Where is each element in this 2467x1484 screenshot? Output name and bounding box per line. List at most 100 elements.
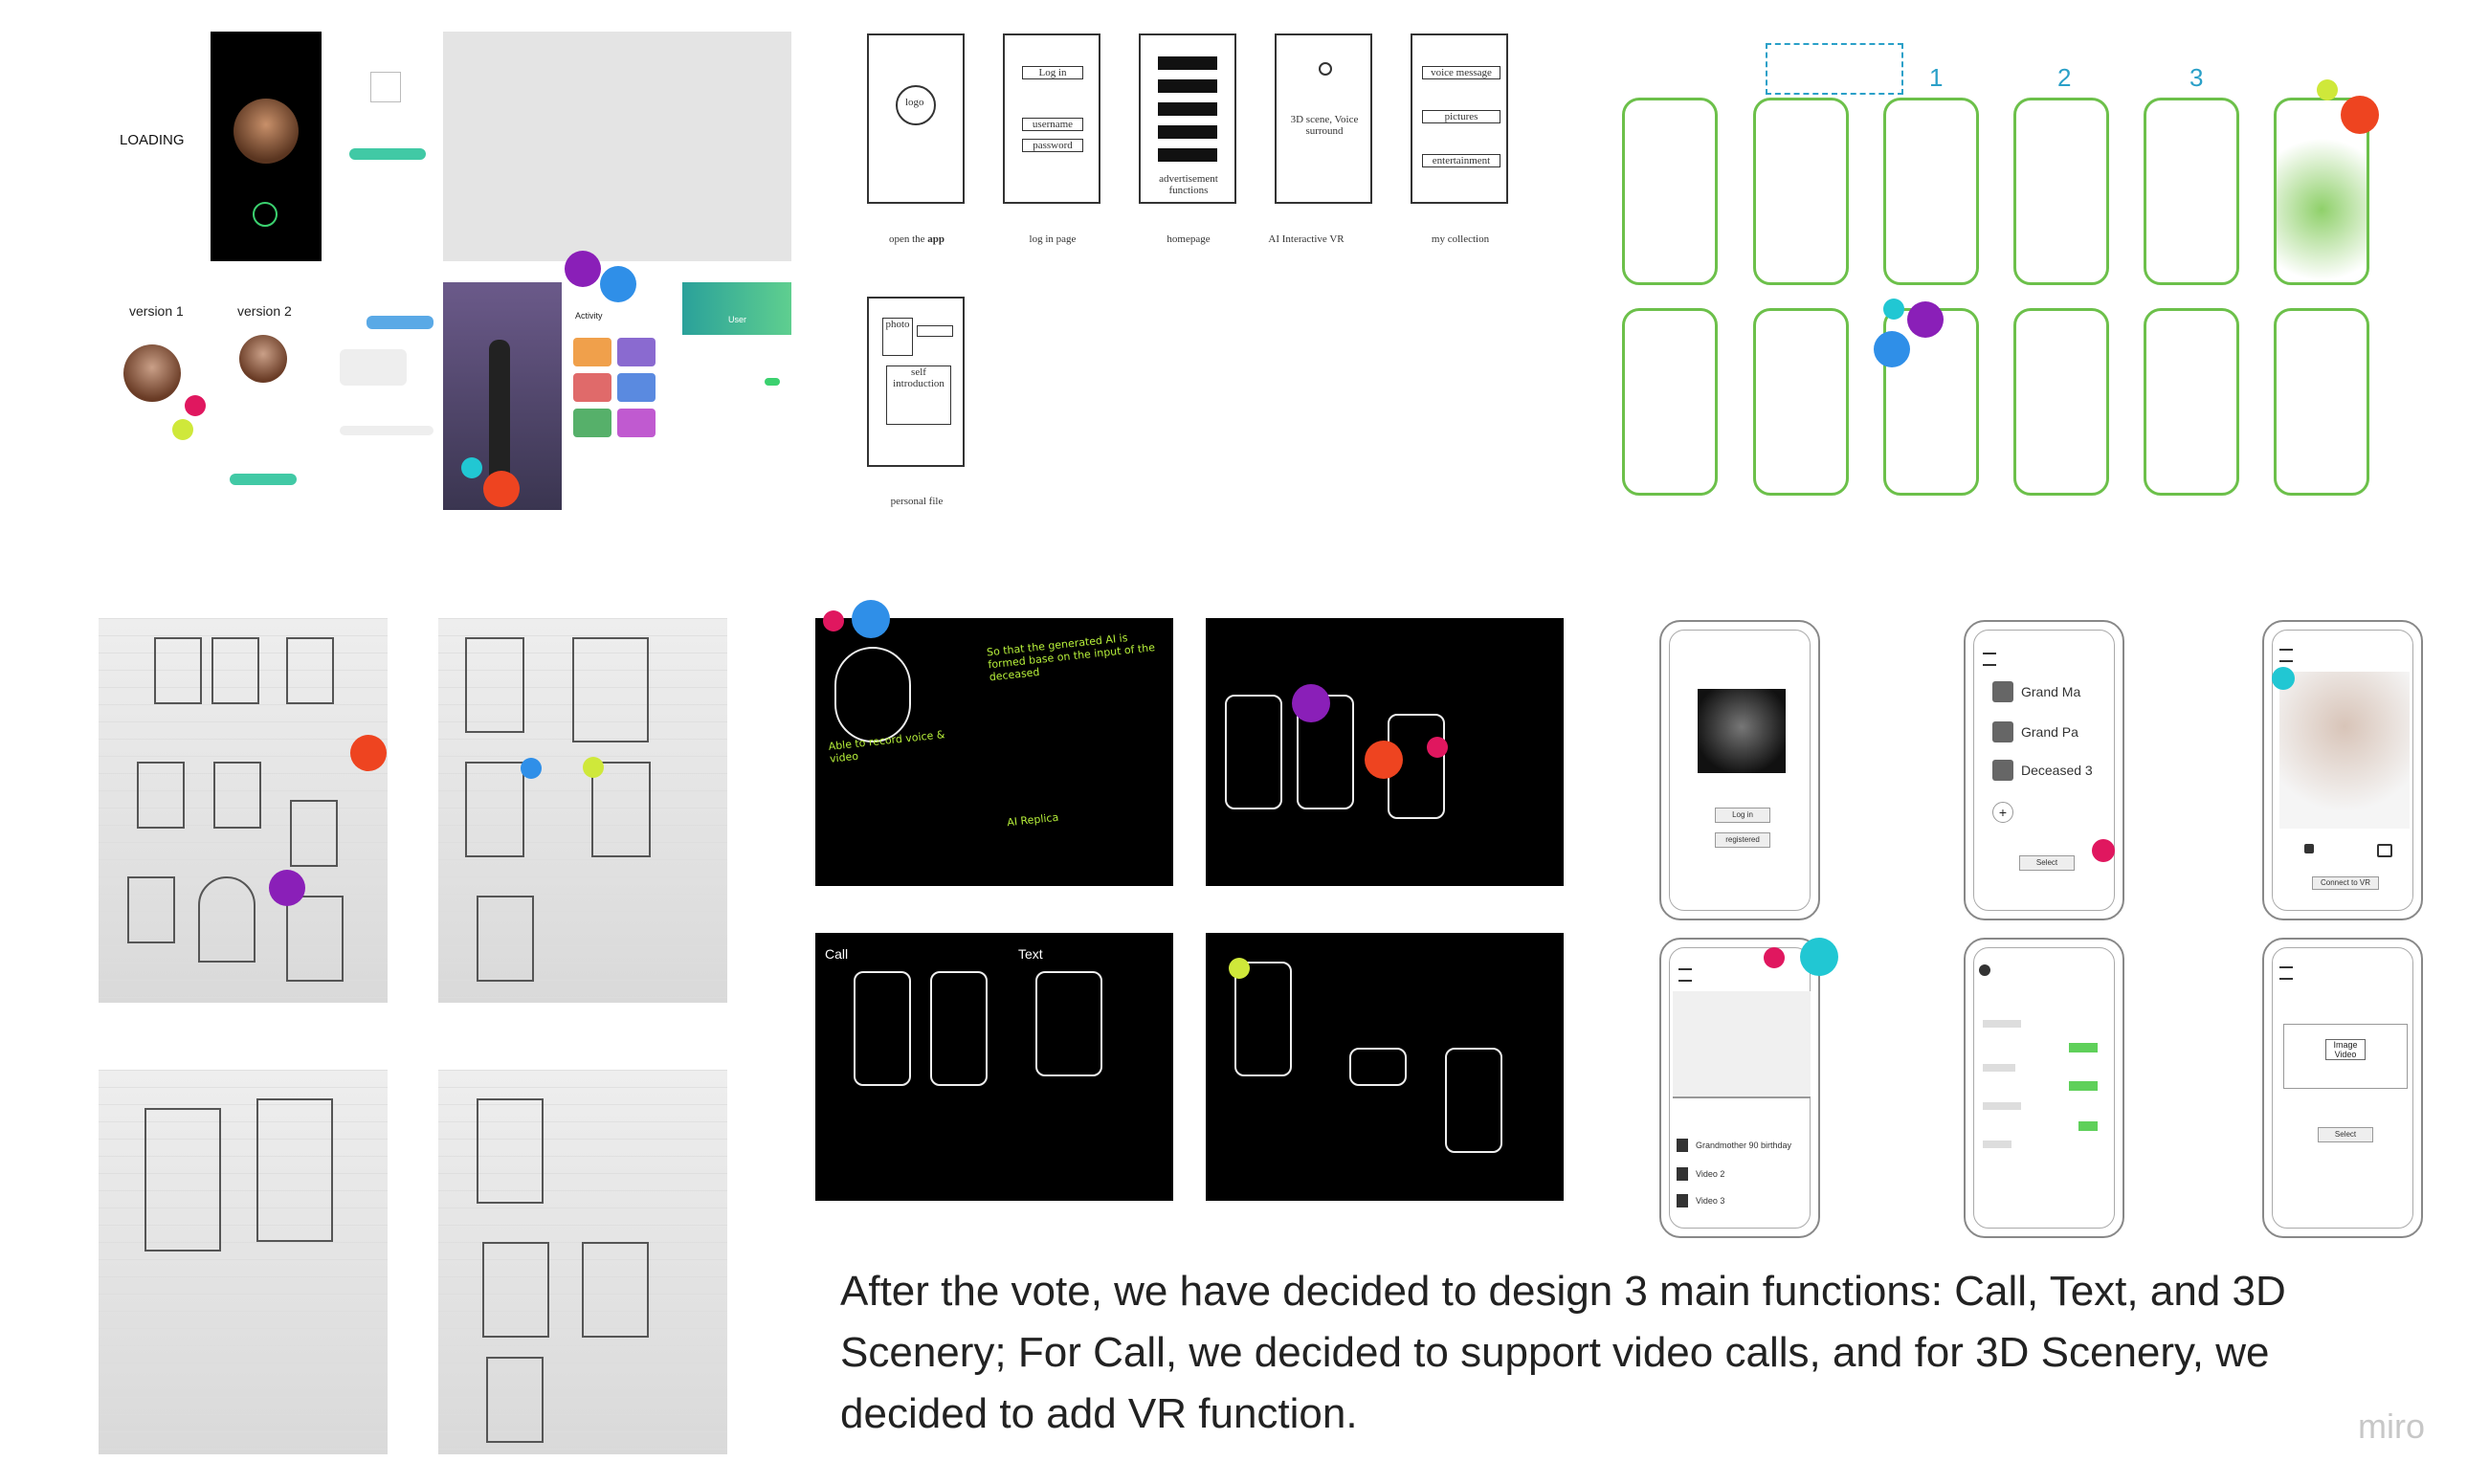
wireframe-collection: voice message pictures entertainment bbox=[1411, 33, 1508, 204]
back-icon[interactable] bbox=[1979, 964, 1990, 976]
select-button[interactable]: Select bbox=[2318, 1127, 2373, 1142]
avatar bbox=[239, 335, 287, 383]
user-label: User bbox=[728, 315, 747, 324]
connect-vr-button[interactable]: Connect to VR bbox=[2312, 876, 2379, 890]
summary-text: After the vote, we have decided to desig… bbox=[840, 1268, 2286, 1437]
video-item[interactable]: Grandmother 90 birthday bbox=[1677, 1139, 1791, 1152]
vote-dot-pink bbox=[823, 610, 844, 631]
note-ai-replica: AI Replica bbox=[1006, 810, 1059, 830]
menu-icon[interactable] bbox=[1983, 653, 1996, 666]
pictures-text: pictures bbox=[1422, 110, 1500, 123]
login-button[interactable]: Log in bbox=[1715, 808, 1770, 823]
sketch-phone bbox=[1622, 308, 1718, 496]
vote-dot-red bbox=[2341, 96, 2379, 134]
contact-item[interactable]: Deceased 3 bbox=[1992, 760, 2093, 781]
add-icon[interactable]: + bbox=[1992, 802, 2013, 823]
file-icon bbox=[1677, 1167, 1688, 1181]
check-icon bbox=[253, 202, 278, 227]
caption-login: log in page bbox=[1029, 233, 1077, 245]
sketch-phone bbox=[2144, 308, 2239, 496]
sketch-phone bbox=[1753, 308, 1849, 496]
menu-icon[interactable] bbox=[2279, 966, 2293, 980]
vote-dot-cyan bbox=[1883, 299, 1904, 320]
image-placeholder-icon bbox=[370, 72, 401, 102]
text-label: Text bbox=[1018, 946, 1043, 962]
activity-screen: Activity bbox=[564, 282, 667, 510]
login-text: Log in bbox=[1022, 66, 1083, 79]
hifi-mockup-board: LOADING version 1 version 2 Activity Use… bbox=[99, 32, 791, 510]
miro-watermark: miro bbox=[2358, 1406, 2425, 1446]
avatar-figure bbox=[489, 340, 510, 483]
call-label: Call bbox=[825, 946, 849, 962]
phone-contacts: Grand Ma Grand Pa Deceased 3 + Select bbox=[1964, 620, 2124, 920]
phone-videos: Grandmother 90 birthday Video 2 Video 3 bbox=[1659, 938, 1820, 1238]
vote-dot-purple bbox=[269, 870, 305, 906]
voice-message-text: voice message bbox=[1422, 66, 1500, 79]
loading-label: LOADING bbox=[120, 132, 185, 148]
phone-vr: Image Video Select bbox=[2262, 938, 2423, 1238]
video-item[interactable]: Video 3 bbox=[1677, 1194, 1724, 1207]
vote-dot-lime bbox=[2317, 79, 2338, 100]
chalk-board-call-text: Call Text bbox=[815, 933, 1173, 1201]
activity-label: Activity bbox=[575, 311, 603, 321]
menu-icon[interactable] bbox=[1678, 968, 1692, 982]
storyboard-number-1: 1 bbox=[1929, 63, 1944, 92]
wireframe-homepage: advertisement functions bbox=[1139, 33, 1236, 204]
logo-text: logo bbox=[905, 97, 924, 108]
vote-dot-pink bbox=[2092, 839, 2115, 862]
version1-label: version 1 bbox=[129, 303, 184, 319]
start-button bbox=[230, 474, 297, 485]
vote-dot-cyan bbox=[461, 457, 482, 478]
sketch-phone bbox=[1622, 98, 1718, 285]
login-button bbox=[349, 148, 426, 160]
vote-dot-purple bbox=[1292, 684, 1330, 722]
version2-label: version 2 bbox=[237, 303, 292, 319]
sketch-phone bbox=[1753, 98, 1849, 285]
wireframe-login: Log in username password bbox=[1003, 33, 1100, 204]
storyboard-number-2: 2 bbox=[2057, 63, 2072, 92]
vote-dot-blue bbox=[521, 758, 542, 779]
notebook-photo-4 bbox=[438, 1070, 727, 1454]
image-video-label: Image Video bbox=[2325, 1039, 2366, 1060]
video-item[interactable]: Video 2 bbox=[1677, 1167, 1724, 1181]
video-call-icon[interactable] bbox=[2377, 844, 2392, 857]
registered-button[interactable]: registered bbox=[1715, 832, 1770, 848]
contact-item[interactable]: Grand Ma bbox=[1992, 681, 2080, 702]
phone-icon[interactable] bbox=[2304, 844, 2314, 853]
notebook-photo-3 bbox=[99, 1070, 388, 1454]
photo-text: photo bbox=[882, 318, 913, 356]
vote-dot-lime bbox=[1229, 958, 1250, 979]
user-header bbox=[682, 282, 791, 335]
chalk-board-visit bbox=[1206, 933, 1564, 1201]
face-id-screen bbox=[211, 32, 322, 261]
person-icon bbox=[1992, 760, 2013, 781]
person-icon bbox=[1992, 721, 2013, 742]
sketch-phone bbox=[2013, 308, 2109, 496]
vote-dot-pink bbox=[1764, 947, 1785, 968]
vote-dot-red bbox=[350, 735, 387, 771]
vote-dot-lime bbox=[583, 757, 604, 778]
sketch-phone bbox=[2274, 308, 2369, 496]
avatar bbox=[123, 344, 181, 402]
contact-item[interactable]: Grand Pa bbox=[1992, 721, 2078, 742]
wireframe-personal-file: photo self introduction bbox=[867, 297, 965, 467]
note-generated-ai: So that the generated AI is formed base … bbox=[986, 631, 1156, 684]
menu-icon[interactable] bbox=[2279, 649, 2293, 662]
caption-collection: my collection bbox=[1431, 233, 1490, 245]
password-text: password bbox=[1022, 139, 1083, 152]
vote-dot-red bbox=[1365, 741, 1403, 779]
select-button[interactable]: Select bbox=[2019, 855, 2075, 871]
wireframe-vr: 3D scene, Voice surround bbox=[1275, 33, 1372, 204]
homepage-box-text: advertisement functions bbox=[1159, 173, 1218, 196]
caption-vr: AI Interactive VR bbox=[1268, 233, 1345, 245]
notebook-photo-2 bbox=[438, 618, 727, 1003]
vr-box-text: 3D scene, Voice surround bbox=[1290, 114, 1359, 137]
vote-dot-purple bbox=[565, 251, 601, 287]
vote-dot-lime bbox=[172, 419, 193, 440]
notebook-photo-1 bbox=[99, 618, 388, 1003]
vote-dot-purple bbox=[1907, 301, 1944, 338]
caption-personal-file: personal file bbox=[890, 496, 944, 507]
storyboard-number-3: 3 bbox=[2189, 63, 2204, 92]
vote-dot-blue bbox=[1874, 331, 1910, 367]
login-mock bbox=[334, 32, 439, 261]
